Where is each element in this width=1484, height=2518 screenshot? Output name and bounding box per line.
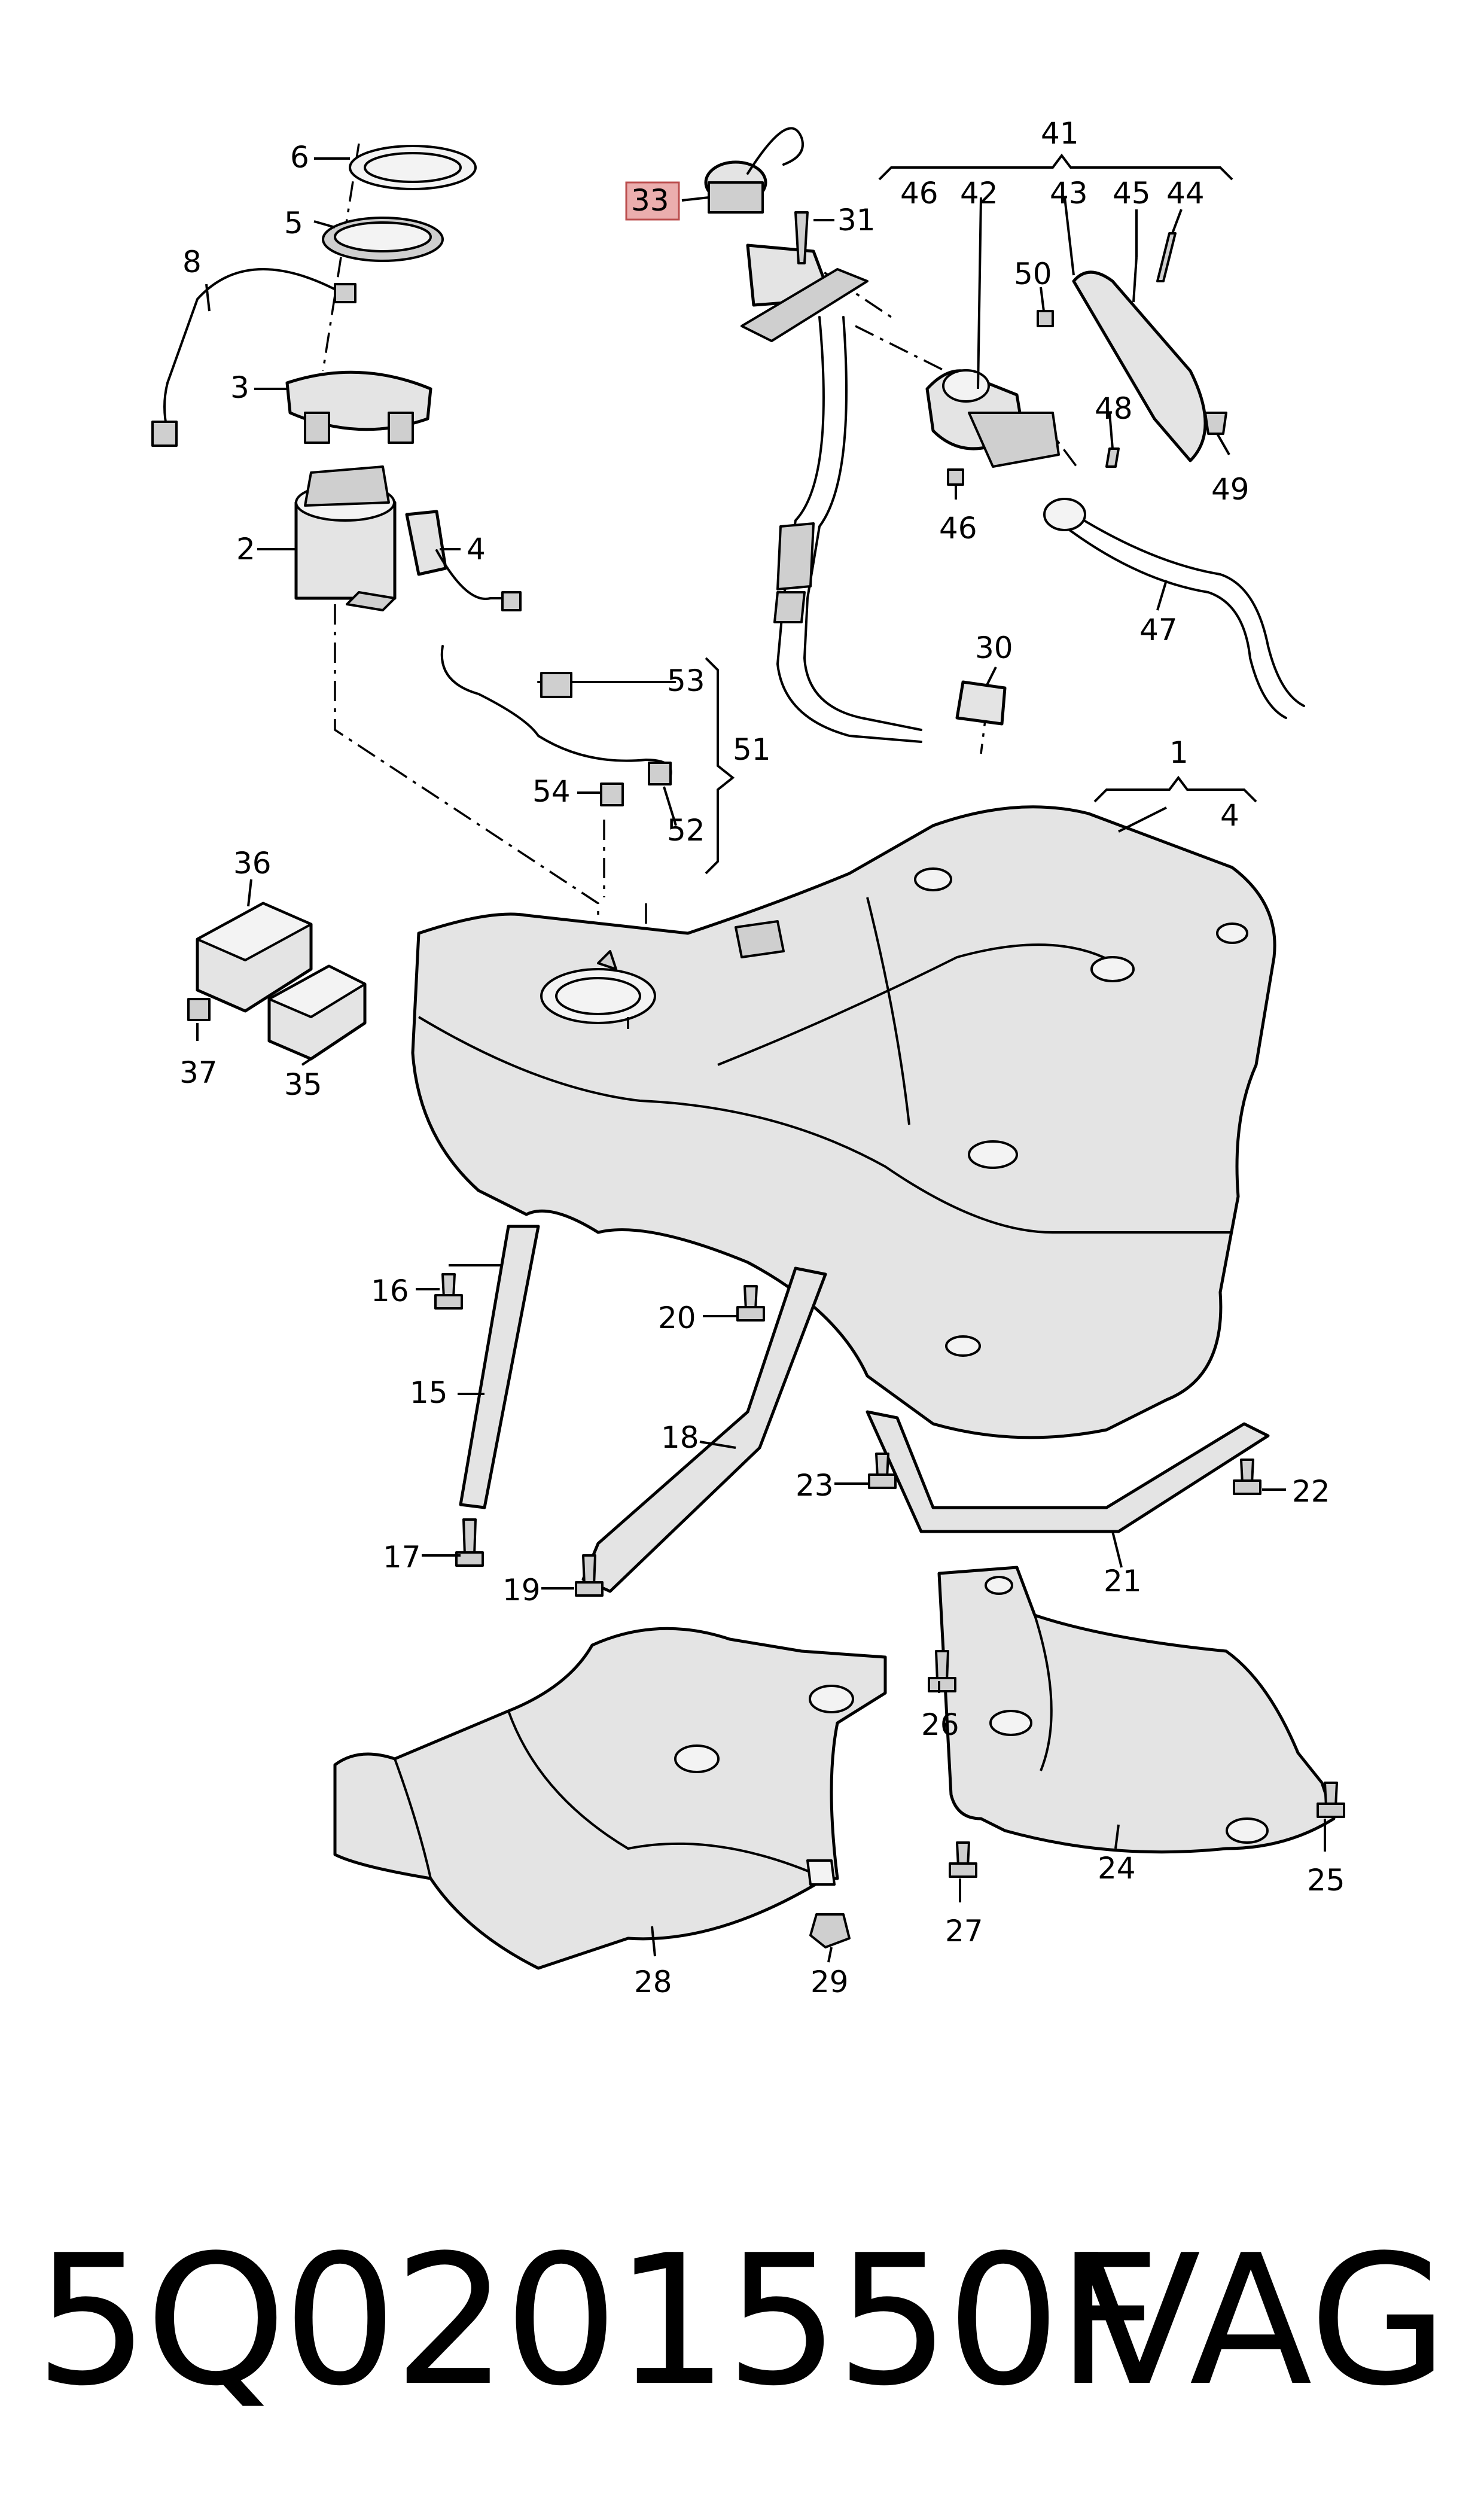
callout-53: 53 — [667, 663, 705, 698]
callout-36: 36 — [233, 846, 272, 881]
callout-35: 35 — [284, 1067, 322, 1102]
callout-51: 51 — [733, 732, 771, 767]
callout-17: 17 — [383, 1540, 421, 1575]
callout-21: 21 — [1104, 1564, 1142, 1599]
callout-23: 23 — [796, 1468, 834, 1503]
callout-15: 15 — [410, 1375, 448, 1410]
footer: 5Q0201550F VAG — [0, 2196, 1484, 2447]
highlight-box-33 — [625, 181, 680, 221]
callout-44: 44 — [1166, 176, 1205, 211]
callout-31: 31 — [837, 203, 876, 238]
callout-16: 16 — [371, 1274, 409, 1308]
callout-49: 49 — [1211, 472, 1250, 507]
callout-46-top: 46 — [900, 176, 938, 211]
callout-54: 54 — [532, 774, 571, 809]
callout-28: 28 — [634, 1965, 672, 1999]
callout-47: 47 — [1139, 613, 1178, 647]
callout-1: 1 — [1169, 735, 1189, 770]
callout-41: 41 — [1041, 116, 1079, 151]
harness-group — [440, 645, 735, 875]
callout-20: 20 — [658, 1301, 696, 1335]
callout-18: 18 — [661, 1420, 699, 1455]
fuel-tank — [411, 805, 1276, 1439]
callout-27: 27 — [945, 1914, 983, 1948]
callout-43: 43 — [1050, 176, 1088, 211]
callout-37: 37 — [179, 1055, 218, 1090]
callout-24: 24 — [1098, 1851, 1136, 1886]
callout-8: 8 — [182, 245, 202, 279]
brand-name: VAG — [1078, 2216, 1448, 2425]
filler-neck-group — [681, 127, 1305, 803]
control-modules — [187, 879, 367, 1066]
callout-46-bottom: 46 — [939, 511, 977, 546]
callout-6: 6 — [290, 140, 309, 175]
callout-25: 25 — [1307, 1863, 1345, 1898]
callout-labels: 1 2 3 4 4 5 6 8 15 16 17 18 19 20 21 22 … — [179, 116, 1345, 1999]
callout-3: 3 — [230, 370, 249, 405]
callout-5: 5 — [284, 206, 303, 240]
callout-22: 22 — [1292, 1474, 1330, 1509]
callout-48: 48 — [1095, 391, 1133, 426]
part-number: 5Q0201550F — [35, 2216, 1160, 2425]
tank-straps — [416, 1225, 1286, 1597]
callout-4-sender: 4 — [467, 532, 486, 567]
fuel-tank-exploded-diagram: 1 2 3 4 4 5 6 8 15 16 17 18 19 20 21 22 … — [151, 116, 1345, 1999]
callout-50: 50 — [1014, 257, 1052, 291]
fuel-pump-group — [151, 145, 522, 611]
callout-4-tank: 4 — [1220, 798, 1239, 833]
callout-52: 52 — [667, 813, 705, 848]
callout-26: 26 — [921, 1707, 959, 1742]
callout-30: 30 — [975, 631, 1013, 665]
callout-19: 19 — [502, 1573, 541, 1607]
callout-42: 42 — [960, 176, 998, 211]
callout-33: 33 — [631, 183, 669, 218]
callout-2: 2 — [236, 532, 255, 567]
callout-45: 45 — [1113, 176, 1151, 211]
callout-29: 29 — [810, 1965, 849, 1999]
heat-shields — [333, 1566, 1345, 1970]
